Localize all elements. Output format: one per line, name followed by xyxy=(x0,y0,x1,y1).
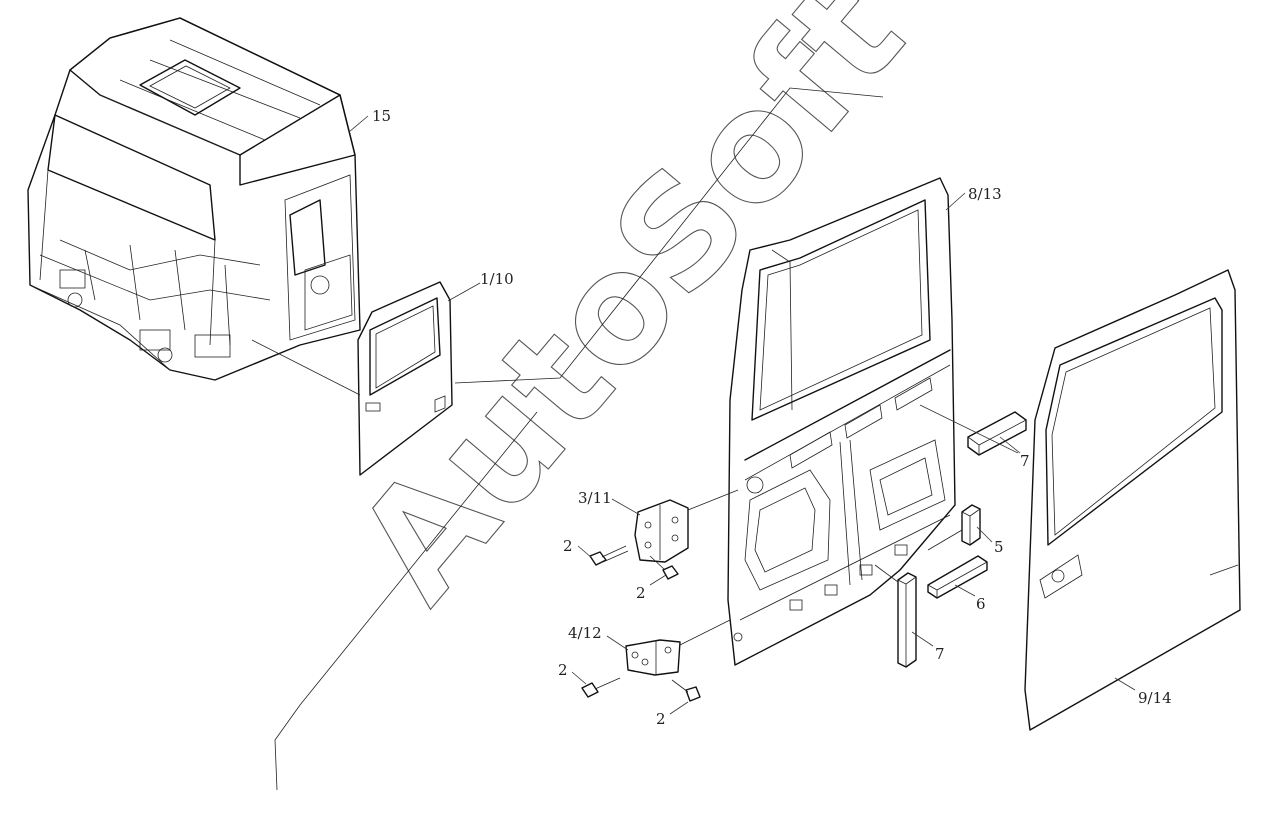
seal-pad-7-lower xyxy=(897,572,917,668)
seal-pad-7-upper xyxy=(967,411,1027,456)
callout-8-13: 8/13 xyxy=(968,185,1002,203)
callout-4-12: 4/12 xyxy=(568,624,602,642)
leader-lines xyxy=(251,115,1136,715)
callout-9-14: 9/14 xyxy=(1138,689,1172,707)
callout-6: 6 xyxy=(976,595,986,613)
bolt-4 xyxy=(671,679,701,702)
callout-3-11: 3/11 xyxy=(578,489,612,507)
callout-5: 5 xyxy=(994,538,1004,556)
door-inner-panel xyxy=(727,177,956,666)
callout-7-lower: 7 xyxy=(935,645,945,663)
seal-pad-5 xyxy=(961,504,981,546)
callout-labels: 15 1/10 8/13 7 3/11 5 2 2 6 4/12 7 2 2 9… xyxy=(372,107,1172,728)
callout-2-a: 2 xyxy=(563,537,573,555)
callout-2-d: 2 xyxy=(656,710,666,728)
bolt-3 xyxy=(581,677,621,698)
hinge-lower xyxy=(625,639,681,676)
callout-7-upper: 7 xyxy=(1020,452,1030,470)
section-line xyxy=(454,87,884,384)
bolt-2 xyxy=(649,555,679,580)
hinge-upper xyxy=(634,499,689,563)
callout-2-b: 2 xyxy=(636,584,646,602)
callout-2-c: 2 xyxy=(558,661,568,679)
callout-15: 15 xyxy=(372,107,391,125)
section-line-lower xyxy=(274,411,538,791)
cab-body xyxy=(27,17,361,381)
bolt-1 xyxy=(589,545,629,566)
callout-1-10: 1/10 xyxy=(480,270,514,288)
door-assembly-small xyxy=(357,281,453,476)
seal-pad-6 xyxy=(927,555,988,599)
door-outer-skin xyxy=(1024,269,1241,731)
